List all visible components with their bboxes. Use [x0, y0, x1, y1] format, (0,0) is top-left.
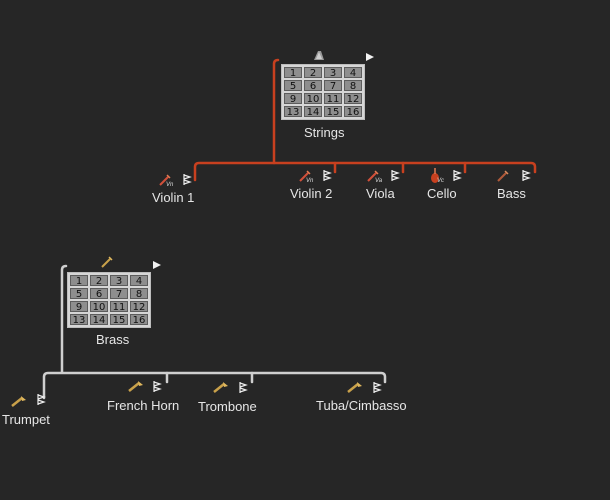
violin-icon — [298, 169, 312, 185]
brass-bus-wire — [42, 371, 387, 400]
midi-flag-icon[interactable] — [183, 172, 192, 185]
strings-channel-cell[interactable]: 13 — [284, 106, 302, 118]
strings-channel-cell[interactable]: 9 — [284, 93, 302, 105]
brass-channel-cell[interactable]: 3 — [110, 275, 128, 287]
folder-output-icon[interactable] — [366, 48, 374, 61]
brass-folder-label: Brass — [96, 332, 130, 347]
midi-flag-icon[interactable] — [37, 392, 46, 405]
track-label-bass[interactable]: Bass — [497, 186, 526, 201]
brass-trunk-wire — [60, 264, 68, 374]
violin-icon — [366, 169, 380, 185]
brass-channel-cell[interactable]: 6 — [90, 288, 108, 300]
brass-channel-cell[interactable]: 7 — [110, 288, 128, 300]
french-horn-icon — [128, 379, 144, 395]
track-label-cello[interactable]: Cello — [427, 186, 457, 201]
strings-channel-cell[interactable]: 16 — [344, 106, 362, 118]
brass-channel-cell[interactable]: 16 — [130, 314, 148, 326]
brass-channel-cell[interactable]: 1 — [70, 275, 88, 287]
brass-channel-cell[interactable]: 14 — [90, 314, 108, 326]
strings-channel-cell[interactable]: 12 — [344, 93, 362, 105]
violin-1-sub: Vn — [166, 182, 174, 188]
strings-channel-cell[interactable]: 8 — [344, 80, 362, 92]
strings-channel-cell[interactable]: 4 — [344, 67, 362, 79]
strings-channel-cell[interactable]: 2 — [304, 67, 322, 79]
midi-flag-icon[interactable] — [522, 168, 531, 181]
strings-channel-cell[interactable]: 3 — [324, 67, 342, 79]
track-label-violin-2[interactable]: Violin 2 — [290, 186, 333, 201]
tuba-icon — [347, 380, 363, 396]
track-label-tuba-cimbasso[interactable]: Tuba/Cimbasso — [316, 398, 407, 413]
violin-icon — [158, 173, 172, 189]
brass-channel-cell[interactable]: 11 — [110, 301, 128, 313]
ensemble-icon[interactable] — [312, 48, 326, 64]
double-bass-icon — [496, 169, 510, 185]
brass-channel-cell[interactable]: 4 — [130, 275, 148, 287]
midi-flag-icon[interactable] — [391, 168, 400, 181]
violin-2-sub: Vn — [306, 178, 314, 184]
track-label-trumpet[interactable]: Trumpet — [2, 412, 50, 427]
strings-channel-cell[interactable]: 5 — [284, 80, 302, 92]
cello-sub: Vc — [437, 178, 445, 184]
brass-wires — [42, 264, 387, 400]
midi-flag-icon[interactable] — [239, 380, 248, 393]
midi-flag-icon[interactable] — [153, 379, 162, 392]
track-label-trombone[interactable]: Trombone — [198, 399, 257, 414]
brass-channel-cell[interactable]: 2 — [90, 275, 108, 287]
strings-channel-cell[interactable]: 1 — [284, 67, 302, 79]
trumpet-icon — [11, 394, 27, 410]
horn-icon[interactable] — [100, 255, 114, 271]
track-label-viola[interactable]: Viola — [366, 186, 395, 201]
brass-channel-cell[interactable]: 13 — [70, 314, 88, 326]
trombone-icon — [213, 380, 229, 396]
brass-channel-cell[interactable]: 8 — [130, 288, 148, 300]
strings-channel-cell[interactable]: 15 — [324, 106, 342, 118]
strings-folder-label: Strings — [304, 125, 345, 140]
strings-bus-wire — [193, 161, 537, 182]
strings-channel-cell[interactable]: 6 — [304, 80, 322, 92]
midi-flag-icon[interactable] — [373, 380, 382, 393]
track-label-violin-1[interactable]: Violin 1 — [152, 190, 195, 205]
strings-channel-cell[interactable]: 10 — [304, 93, 322, 105]
track-label-french-horn[interactable]: French Horn — [107, 398, 180, 413]
strings-channel-cell[interactable]: 7 — [324, 80, 342, 92]
strings-wires — [193, 58, 537, 182]
brass-channel-cell[interactable]: 9 — [70, 301, 88, 313]
cello-icon — [428, 168, 442, 186]
midi-flag-icon[interactable] — [323, 168, 332, 181]
brass-channel-cell[interactable]: 10 — [90, 301, 108, 313]
midi-flag-icon[interactable] — [453, 168, 462, 181]
brass-channel-cell[interactable]: 12 — [130, 301, 148, 313]
brass-channel-cell[interactable]: 15 — [110, 314, 128, 326]
strings-channel-cell[interactable]: 14 — [304, 106, 322, 118]
strings-trunk-wire — [272, 58, 280, 165]
strings-channel-cell[interactable]: 11 — [324, 93, 342, 105]
folder-output-icon[interactable] — [153, 256, 161, 269]
brass-channel-cell[interactable]: 5 — [70, 288, 88, 300]
viola-sub: Va — [375, 178, 383, 184]
